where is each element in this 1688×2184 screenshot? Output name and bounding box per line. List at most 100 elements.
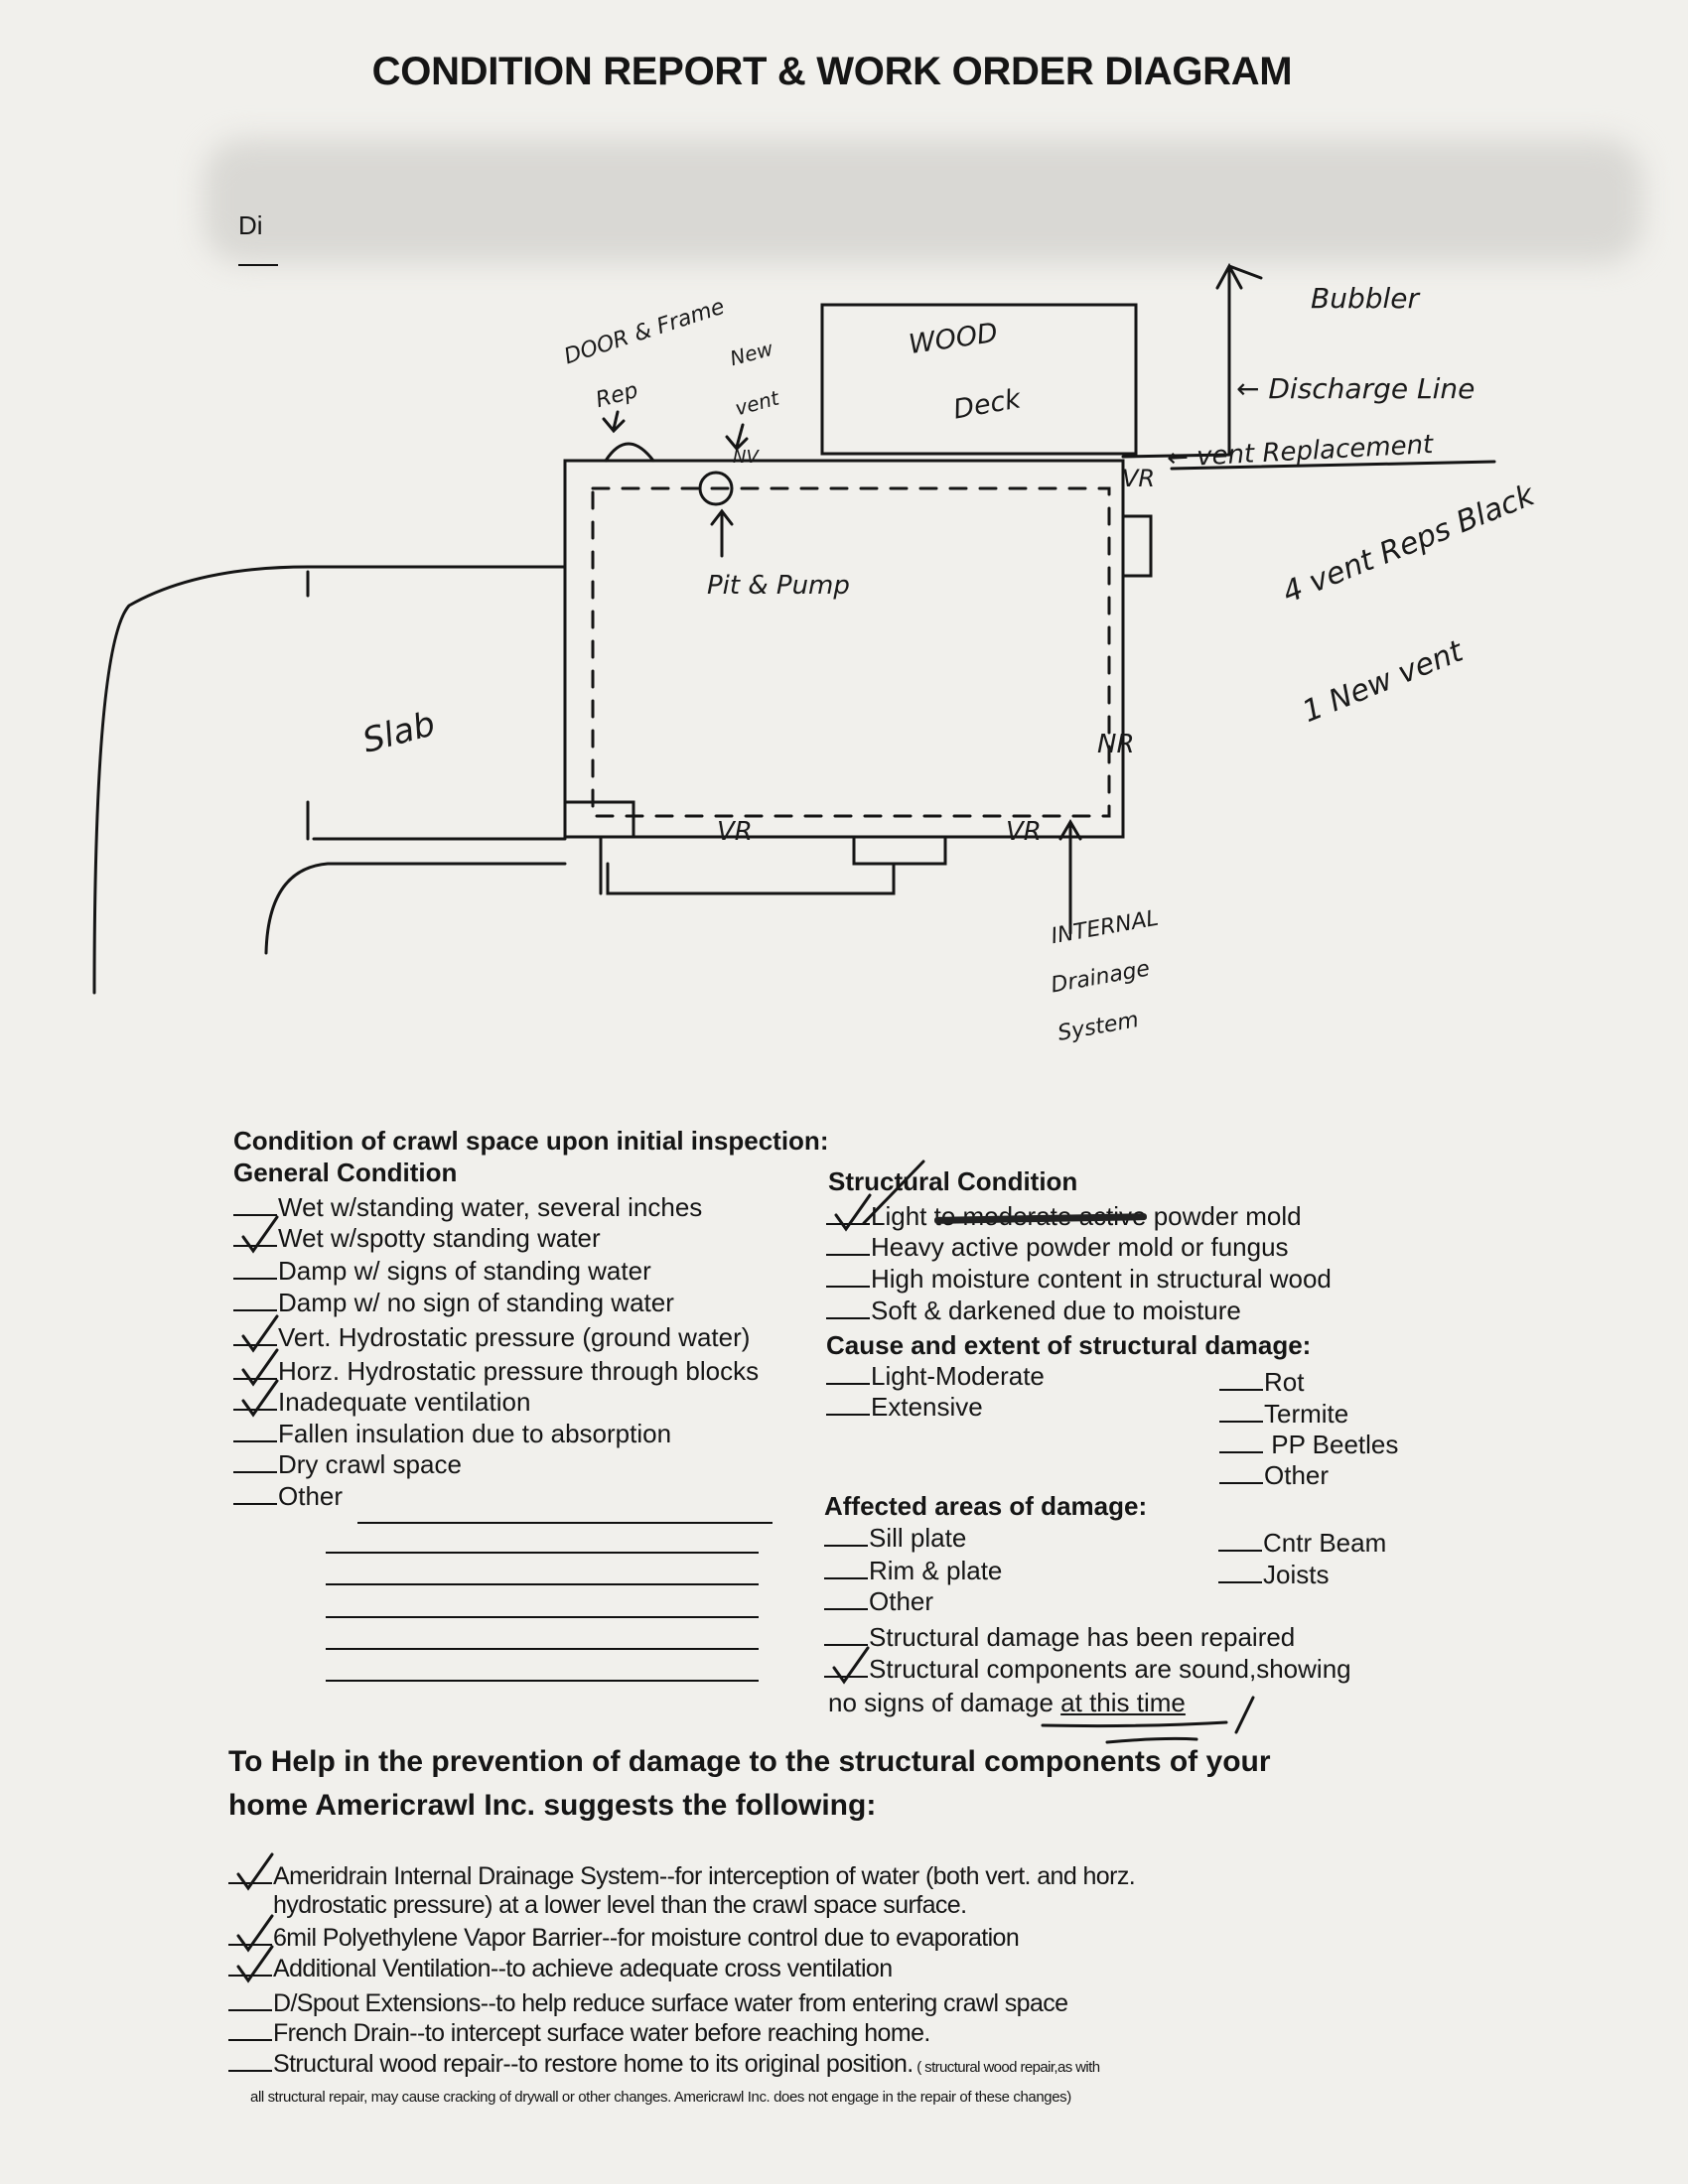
checkbox-blank[interactable] — [1218, 1528, 1262, 1552]
crawl-space-diagram — [92, 262, 1496, 995]
checkbox-blank[interactable] — [824, 1622, 868, 1646]
suggestion-item[interactable]: 6mil Polyethylene Vapor Barrier--for moi… — [228, 1922, 1020, 1953]
general-condition-item[interactable]: Vert. Hydrostatic pressure (ground water… — [233, 1322, 750, 1353]
checkbox-blank[interactable] — [233, 1419, 277, 1442]
checkbox-blank[interactable] — [233, 1449, 277, 1473]
general-condition-item[interactable]: Horz. Hydrostatic pressure through block… — [233, 1356, 759, 1387]
checkbox-blank[interactable] — [233, 1256, 277, 1280]
checkbox-blank[interactable] — [1219, 1399, 1263, 1423]
affected-item[interactable]: Rim & plate — [824, 1556, 1002, 1586]
structural-repaired-item[interactable]: Structural damage has been repaired — [824, 1622, 1295, 1653]
pit-arrow — [710, 508, 734, 558]
checkbox-blank[interactable] — [826, 1361, 870, 1385]
affected-item[interactable]: Joists — [1218, 1560, 1329, 1590]
blank-line — [326, 1583, 759, 1585]
checkbox-blank[interactable] — [826, 1232, 870, 1256]
general-condition-item[interactable]: Damp w/ signs of standing water — [233, 1256, 651, 1287]
cause-heading: Cause and extent of structural damage: — [826, 1330, 1312, 1360]
annotation-vr-top: VR — [1122, 465, 1156, 492]
door-arrow — [602, 410, 626, 434]
page-title: CONDITION REPORT & WORK ORDER DIAGRAM — [371, 50, 1293, 93]
cause-item[interactable]: Termite — [1219, 1399, 1348, 1430]
checkbox-blank[interactable] — [233, 1481, 277, 1505]
check-mark-icon — [828, 1646, 872, 1686]
structural-condition-item[interactable]: Soft & darkened due to moisture — [826, 1296, 1241, 1326]
check-mark-icon — [237, 1379, 281, 1419]
partial-label: Di — [238, 210, 263, 240]
annotation-bubbler: Bubbler — [1311, 282, 1420, 315]
front-step — [563, 800, 635, 839]
blank-line — [326, 1616, 759, 1618]
checkbox-blank[interactable] — [826, 1296, 870, 1319]
cause-item[interactable]: Light-Moderate — [826, 1361, 1045, 1392]
footnote: all structural repair, may cause crackin… — [250, 2089, 1071, 2106]
side-vent — [1121, 514, 1153, 578]
general-condition-item[interactable]: Fallen insulation due to absorption — [233, 1419, 671, 1449]
checkbox-blank[interactable] — [228, 2048, 272, 2072]
checkbox-blank[interactable] — [1218, 1560, 1262, 1583]
checkbox-blank[interactable] — [1219, 1367, 1263, 1391]
structural-sound-item[interactable]: Structural components are sound,showing — [824, 1654, 1351, 1685]
check-mark-icon — [232, 1914, 276, 1954]
checkbox-blank[interactable] — [228, 2017, 272, 2041]
general-condition-item[interactable]: Wet w/standing water, several inches — [233, 1192, 702, 1223]
checkbox-blank[interactable] — [1219, 1460, 1263, 1484]
check-mark-icon — [232, 1945, 276, 1984]
cause-item[interactable]: Extensive — [826, 1392, 983, 1423]
checkbox-blank[interactable] — [826, 1264, 870, 1288]
check-mark-icon — [237, 1314, 281, 1354]
general-condition-item[interactable]: Wet w/spotty standing water — [233, 1223, 601, 1254]
suggestions-heading-1: To Help in the prevention of damage to t… — [228, 1745, 1271, 1778]
general-condition-item[interactable]: Other — [233, 1481, 343, 1512]
drain-arrow — [1058, 819, 1082, 935]
vent-arrow — [725, 423, 749, 452]
check-mark-icon — [232, 1852, 276, 1892]
checkbox-blank[interactable] — [1219, 1430, 1263, 1453]
struck-text: to moderate active — [933, 1201, 1147, 1231]
suggestion-item[interactable]: D/Spout Extensions--to help reduce surfa… — [228, 1987, 1068, 2018]
general-condition-item[interactable]: Damp w/ no sign of standing water — [233, 1288, 674, 1318]
suggestion-continuation: hydrostatic pressure) at a lower level t… — [273, 1891, 967, 1919]
suggestion-item[interactable]: Structural wood repair--to restore home … — [228, 2048, 1100, 2079]
door-bump — [604, 442, 655, 463]
general-condition-item[interactable]: Dry crawl space — [233, 1449, 462, 1480]
underline-vent-rep — [1170, 460, 1496, 471]
general-condition-item[interactable]: Inadequate ventilation — [233, 1387, 530, 1418]
annotation-pit-pump: Pit & Pump — [707, 571, 850, 601]
blank-line — [326, 1648, 759, 1650]
structural-condition-item[interactable]: High moisture content in structural wood — [826, 1264, 1332, 1295]
blank-line — [326, 1552, 759, 1554]
front-walk — [599, 835, 947, 895]
annotation-vr-bottom-1: VR — [717, 817, 753, 847]
underline — [238, 264, 278, 266]
checkbox-blank[interactable] — [826, 1392, 870, 1416]
cause-item[interactable]: PP Beetles — [1219, 1430, 1398, 1460]
inner-drain-dashed — [591, 486, 1111, 818]
check-mark-icon — [830, 1193, 874, 1233]
structural-condition-item[interactable]: Heavy active powder mold or fungus — [826, 1232, 1289, 1263]
checkbox-blank[interactable] — [824, 1586, 868, 1610]
affected-item[interactable]: Cntr Beam — [1218, 1528, 1386, 1559]
annotation-vr-bottom-2: VR — [1006, 817, 1042, 847]
affected-item[interactable]: Other — [824, 1586, 933, 1617]
other-line — [357, 1522, 773, 1524]
cause-item[interactable]: Other — [1219, 1460, 1329, 1491]
annotation-discharge-line: ← Discharge Line — [1236, 372, 1476, 405]
redacted-info-area — [204, 139, 1643, 263]
suggestion-item[interactable]: French Drain--to intercept surface water… — [228, 2017, 930, 2048]
house-outline — [563, 459, 1125, 839]
cause-item[interactable]: Rot — [1219, 1367, 1304, 1398]
checkbox-blank[interactable] — [824, 1556, 868, 1579]
annotation-nv: NV — [733, 447, 759, 468]
suggestion-item[interactable]: Ameridrain Internal Drainage System--for… — [228, 1860, 1136, 1891]
checkbox-blank[interactable] — [233, 1192, 277, 1216]
suggestion-item[interactable]: Additional Ventilation--to achieve adequ… — [228, 1953, 893, 1983]
checkbox-blank[interactable] — [233, 1288, 277, 1311]
affected-item[interactable]: Sill plate — [824, 1523, 966, 1554]
slab-bottom — [264, 800, 567, 955]
checkbox-blank[interactable] — [824, 1523, 868, 1547]
general-condition-heading: General Condition — [233, 1158, 458, 1187]
underline-mark — [1041, 1720, 1228, 1744]
structural-item-light-mold[interactable]: Light to moderate active powder mold — [826, 1201, 1302, 1232]
checkbox-blank[interactable] — [228, 1987, 272, 2011]
